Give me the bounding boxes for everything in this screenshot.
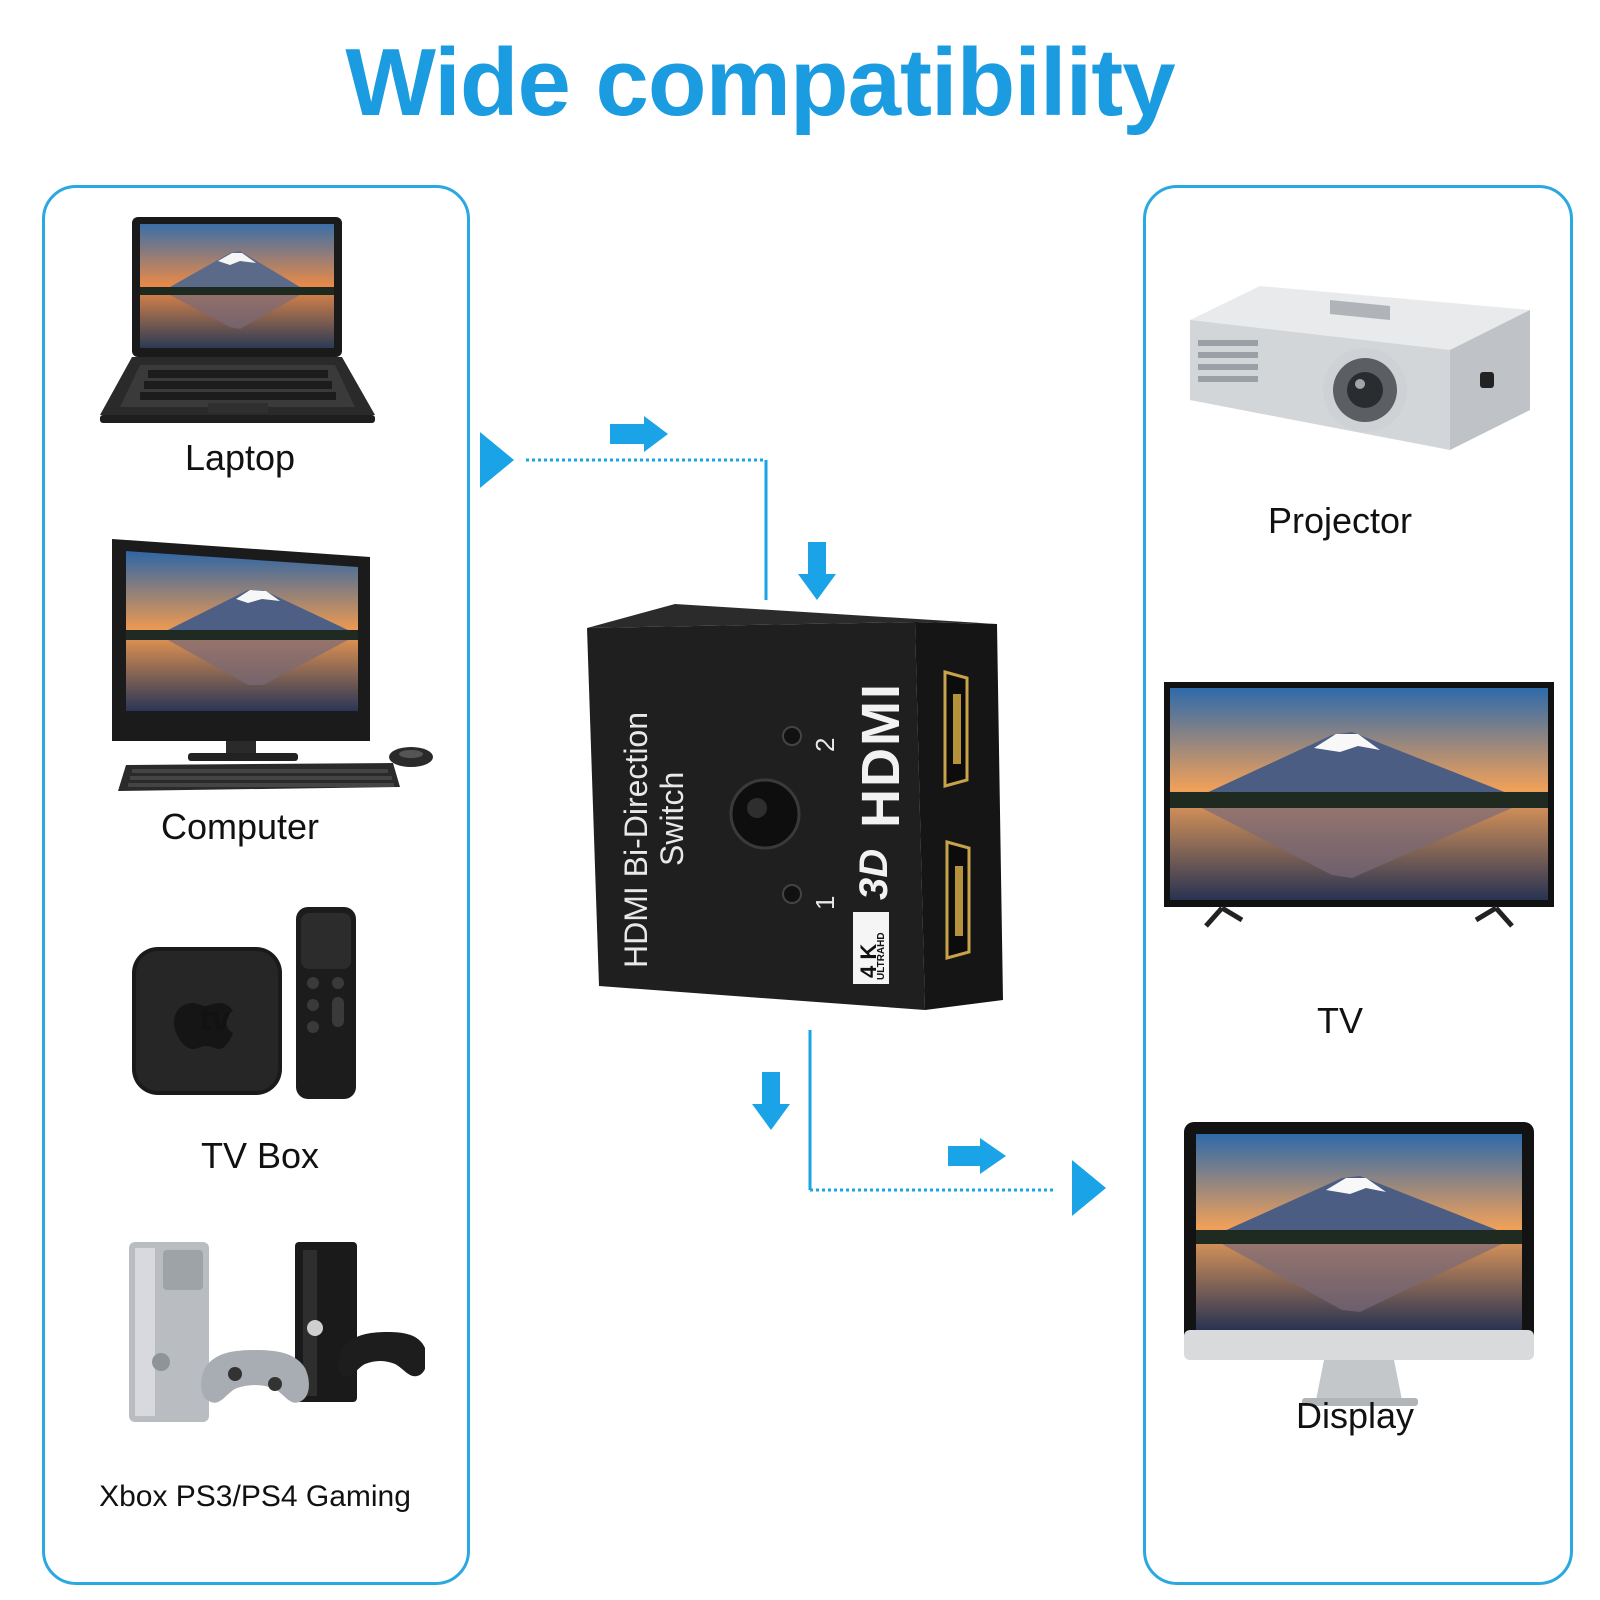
- laptop-icon: [100, 215, 375, 430]
- switch-name-line1: HDMI Bi-Direction: [618, 711, 654, 968]
- hdmi-switch-device: [585, 600, 1005, 1020]
- laptop-label: Laptop: [184, 437, 296, 478]
- flow-connector-in: [478, 410, 808, 620]
- tv-box-label: TV Box: [200, 1135, 320, 1176]
- page-title: Wide compatibility: [345, 29, 1175, 136]
- tv-icon: [1162, 680, 1562, 930]
- gaming-label: Xbox PS3/PS4 Gaming: [99, 1480, 411, 1513]
- port-1-label: 1: [810, 895, 840, 910]
- computer-label: Computer: [160, 806, 320, 847]
- game-console-icon: [125, 1238, 425, 1438]
- tv-box-icon: [130, 905, 360, 1105]
- badge-3d: 3D: [852, 848, 896, 900]
- tv-label: TV: [1316, 1000, 1363, 1041]
- flow-connector-out: [750, 1030, 1120, 1220]
- switch-name-line2: Switch: [654, 771, 690, 866]
- arrow-down-in-icon: [796, 540, 838, 602]
- port-2-label: 2: [810, 737, 840, 752]
- computer-icon: [108, 535, 438, 805]
- display-label: Display: [1295, 1395, 1415, 1436]
- badge-ultrahd: ULTRAHD: [876, 932, 887, 980]
- projector-label: Projector: [1267, 500, 1413, 541]
- projector-icon: [1180, 280, 1540, 460]
- display-icon: [1182, 1120, 1542, 1420]
- hdmi-brand-logo: HDMI: [851, 682, 911, 828]
- tv-box-logo: tv: [200, 1000, 231, 1038]
